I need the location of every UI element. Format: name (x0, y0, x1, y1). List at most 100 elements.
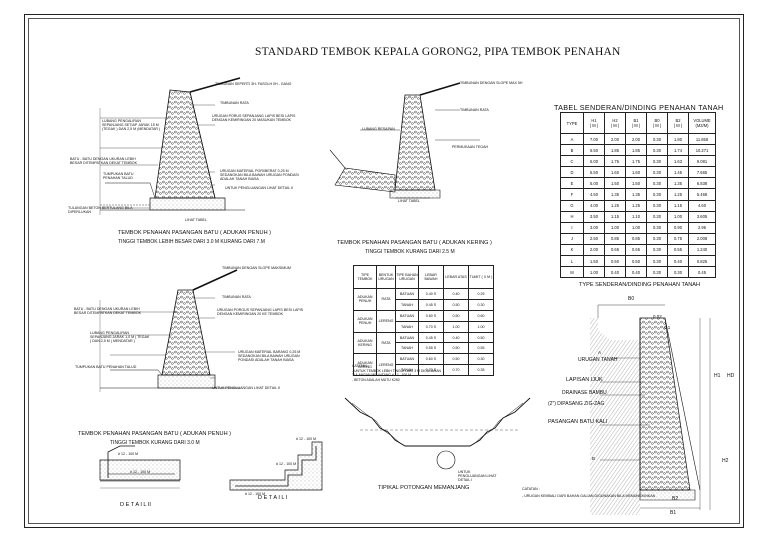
senderan-cell: 6.00 (583, 155, 605, 168)
type-label-hd: HD (727, 373, 735, 379)
type-label-a: A (598, 350, 602, 355)
type-label-pasangan-batu: PASANGAN BATU KALI (548, 419, 608, 425)
material-cell: 0.45 S (418, 298, 444, 311)
section-caption: TIPIKAL POTONGAN MEMANJANG (378, 485, 470, 491)
senderan-cell: 7.665 (688, 166, 716, 179)
material-header-tumit: TUMIT ( X M ) (468, 265, 494, 289)
material-cell: 0.50 (443, 342, 469, 355)
label-d1-timbunan-rata: TIMBUNAN RATA (220, 101, 249, 105)
material-header-bahan: TIPE BAHAN URUGAN (395, 265, 419, 289)
material-cell: 0.40 S (418, 288, 444, 300)
senderan-cell: C (560, 155, 584, 168)
label-d1-timbunan-slope: TIMBUNAN SEPERTI 3H- FASOLH 0H - GANG (215, 82, 292, 86)
drawing-2-subcaption: TINGGI TEMBOK KURANG DARI 2.5 M (365, 249, 455, 255)
senderan-cell: 1.75 (604, 155, 626, 168)
senderan-cell: 1.35 (604, 188, 626, 201)
material-cell: BATUAN (395, 309, 419, 322)
senderan-header-b0: B0( M ) (646, 112, 668, 134)
label-d2-lihat-tabel: LIHAT TABEL (398, 199, 420, 203)
note-line: - UNTUK TEMBOK LEBIH TINGGI DARI 3 M DIG… (352, 368, 441, 373)
material-header-lebar-bawah: LEBAR BAWAH (418, 265, 444, 289)
senderan-cell: 1.35 (625, 188, 647, 201)
type-label-0-02: 0.02 (653, 314, 662, 319)
header-text: TYPE (566, 120, 578, 126)
material-cell: 0.30 (468, 298, 494, 311)
type-label-h1: H1 (714, 373, 721, 379)
section-label: UNTUK PENGLUANGAN LIHAT DETAIL I (458, 470, 497, 483)
drawing-2-caption: TEMBOK PENAHAN PASANGAN BATU ( ADUKAN KE… (337, 240, 492, 246)
senderan-cell: 0.30 (646, 144, 668, 157)
senderan-header-b1: B1( M ) (625, 112, 647, 134)
senderan-cell: 0.30 (646, 221, 668, 234)
note-line: CATATAN : (352, 364, 369, 368)
senderan-cell: E (560, 177, 584, 190)
senderan-cell: 1.80 (667, 132, 689, 146)
label-d2-timbunan-rata: TIMBUNAN RATA (460, 108, 489, 112)
material-cell: BATUAN (395, 288, 419, 300)
drawing-1-wall (99, 77, 245, 215)
section-note-title: CATATAN : (522, 487, 540, 491)
drawing-3-wall (99, 269, 240, 392)
senderan-cell: 1.00 (667, 210, 689, 223)
detail-2-dim-a: # 12 - 100 M (118, 452, 139, 456)
senderan-cell: A (560, 132, 584, 146)
senderan-cell: 1.240 (688, 243, 716, 257)
senderan-cell: 1.15 (604, 210, 626, 223)
header-unit: ( M ) (631, 123, 641, 128)
label-d1-lihat-tabel: LIHAT TABEL (185, 218, 207, 222)
header-text: B2 (675, 118, 681, 123)
senderan-cell: 9.081 (688, 155, 716, 168)
label-d1-lubang: LUBANG PENGALIRAN SEPANJANG SETIAP JARAK… (102, 119, 161, 132)
material-cell: BATUAN (395, 331, 419, 344)
label-d1-tulangan: TULANGAN BETON BERTULANG BILA DIPERLUKAN (68, 206, 133, 215)
material-cell: TANAH (395, 342, 419, 355)
senderan-table-title: TABEL SENDERAN/DINDING PENAHAN TANAH (554, 103, 724, 112)
senderan-cell: 0.30 (646, 255, 668, 268)
senderan-cell: 1.00 (604, 221, 626, 234)
material-cell: ADUKAN PENUH (353, 288, 377, 311)
senderan-cell: 3.00 (583, 221, 605, 234)
material-cell: RATA (376, 288, 396, 311)
material-cell: 0.55 S (418, 342, 444, 355)
header-unit: ( M ) (673, 123, 683, 128)
senderan-cell: 0.30 (646, 210, 668, 223)
senderan-cell: 0.30 (646, 266, 668, 279)
senderan-cell: M (560, 266, 584, 279)
drawing-1-subcaption: TINGGI TEMBOK LEBIH BESAR DARI 3.0 M KUR… (118, 239, 265, 245)
detail-1-dim-c: # 12 - 100 M (245, 492, 266, 496)
header-text: H1 (591, 118, 597, 123)
drawing-frame-inner (28, 18, 740, 524)
senderan-cell: 0.40 (667, 255, 689, 268)
senderan-cell: J (560, 232, 584, 245)
material-header-tipe: TIPE TEMBOK (353, 265, 377, 289)
drawing-3-subcaption: TINGGI TEMBOK KURANG DARI 3.0 M (110, 440, 200, 446)
senderan-cell: 1.60 (625, 166, 647, 179)
type-label-b: B (592, 456, 596, 461)
senderan-cell: 1.60 (604, 166, 626, 179)
material-cell: 0.60 S (418, 309, 444, 322)
senderan-header-h1: H1( M ) (583, 112, 605, 134)
senderan-cell: 0.40 (625, 266, 647, 279)
label-d2-lubang-resapan: LUBANG RESAPAN (362, 127, 395, 131)
label-d3-timbunan-slope: TIMBUNAN DENGAN SLOPE MAKSIMUM (222, 266, 291, 270)
material-notes: CATATAN : - UNTUK TEMBOK LEBIH TINGGI DA… (352, 364, 441, 382)
label-d2-permukaan: PERMUKAAN TEGAH (452, 145, 489, 149)
senderan-cell: 0.825 (688, 255, 716, 268)
senderan-cell: 0.30 (646, 243, 668, 257)
senderan-cell: 1.85 (625, 144, 647, 157)
label-d3-lubang: LUBANG PENGALIRAN SEPANJANG JARAK 1,0 M … (90, 331, 150, 344)
senderan-cell: 0.40 (604, 266, 626, 279)
type-label-b0: B0 (628, 296, 635, 302)
material-cell: TANAH (395, 298, 419, 311)
label-d1-urugan-material: URUGAN MATERIAL PORI/BERAT 0,25 M SEDANG… (220, 169, 299, 182)
drawing-1-caption: TEMBOK PENAHAN PASANGAN BATU ( ADUKAN PE… (118, 230, 272, 236)
senderan-cell: 4.60 (688, 199, 716, 212)
senderan-cell: 7.00 (583, 132, 605, 146)
